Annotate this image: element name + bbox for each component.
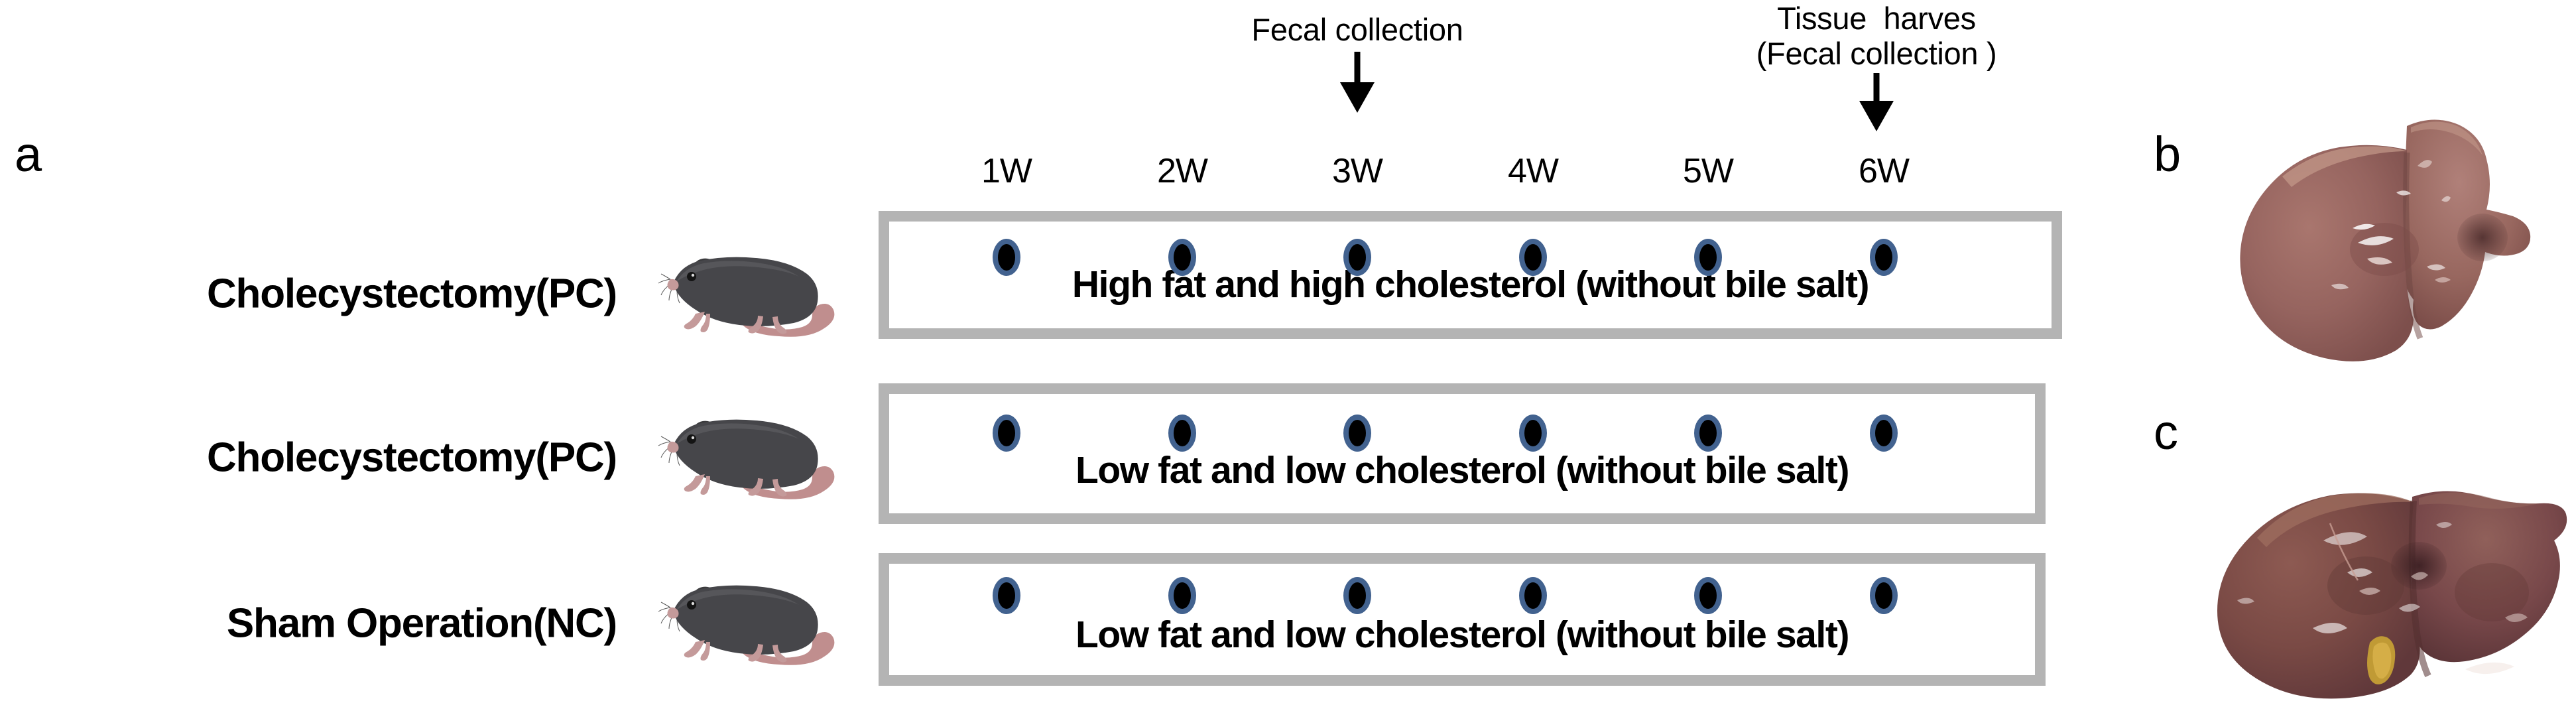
group-label-row-3: Sham Operation(NC) bbox=[226, 600, 617, 647]
timepoint-dot-r1-6w bbox=[1870, 239, 1898, 276]
timepoint-dot-r3-4w bbox=[1519, 577, 1547, 614]
diet-box-row-3: Low fat and low cholesterol (without bil… bbox=[879, 553, 2046, 686]
week-label-5w: 5W bbox=[1683, 152, 1734, 190]
timepoint-dot-r2-1w bbox=[993, 415, 1020, 452]
diet-label-row-2: Low fat and low cholesterol (without bil… bbox=[1075, 449, 1849, 491]
annotation-tissue-harvest-line1: Tissue harves bbox=[1777, 1, 1976, 36]
annotation-fecal-collection-arrow-icon bbox=[1337, 52, 1377, 113]
group-label-row-1: Cholecystectomy(PC) bbox=[206, 271, 617, 317]
week-label-3w: 3W bbox=[1332, 152, 1383, 190]
timepoint-dot-r2-4w bbox=[1519, 415, 1547, 452]
week-label-2w: 2W bbox=[1157, 152, 1208, 190]
timepoint-dot-r2-2w bbox=[1168, 415, 1196, 452]
week-label-4w: 4W bbox=[1508, 152, 1559, 190]
timepoint-dot-r2-3w bbox=[1343, 415, 1371, 452]
timepoint-dot-r3-5w bbox=[1694, 577, 1722, 614]
week-label-6w: 6W bbox=[1859, 152, 1910, 190]
diet-label-row-1: High fat and high cholesterol (without b… bbox=[1072, 263, 1870, 306]
diet-box-row-1: High fat and high cholesterol (without b… bbox=[879, 211, 2062, 339]
week-label-1w: 1W bbox=[981, 152, 1032, 190]
timepoint-dot-r2-6w bbox=[1870, 415, 1898, 452]
timepoint-dot-r1-2w bbox=[1168, 239, 1196, 276]
diet-label-row-3: Low fat and low cholesterol (without bil… bbox=[1075, 613, 1849, 656]
liver-photo-b bbox=[2240, 119, 2531, 361]
liver-photo-c bbox=[2217, 491, 2567, 699]
timepoint-dot-r2-5w bbox=[1694, 415, 1722, 452]
timepoint-dot-r1-4w bbox=[1519, 239, 1547, 276]
timepoint-dot-r1-3w bbox=[1343, 239, 1371, 276]
timepoint-dot-r1-5w bbox=[1694, 239, 1722, 276]
timepoint-dot-r3-3w bbox=[1343, 577, 1371, 614]
annotation-fecal-collection-label: Fecal collection bbox=[1251, 12, 1463, 47]
mouse-icon-row-2 bbox=[658, 419, 835, 499]
mouse-icon-row-1 bbox=[658, 257, 835, 337]
timepoint-dot-r3-2w bbox=[1168, 577, 1196, 614]
annotation-tissue-harvest-line2: (Fecal collection ) bbox=[1756, 36, 1997, 71]
diet-box-row-2: Low fat and low cholesterol (without bil… bbox=[879, 383, 2046, 524]
timepoint-dot-r3-1w bbox=[993, 577, 1020, 614]
panel-letter-a: a bbox=[15, 127, 42, 182]
mouse-icon-row-3 bbox=[658, 585, 835, 665]
group-label-row-2: Cholecystectomy(PC) bbox=[206, 434, 617, 481]
timepoint-dot-r3-6w bbox=[1870, 577, 1898, 614]
panel-letter-b: b bbox=[2154, 127, 2181, 182]
annotation-tissue-harvest-arrow-icon bbox=[1857, 73, 1896, 134]
panel-letter-c: c bbox=[2154, 405, 2178, 460]
timepoint-dot-r1-1w bbox=[993, 239, 1020, 276]
